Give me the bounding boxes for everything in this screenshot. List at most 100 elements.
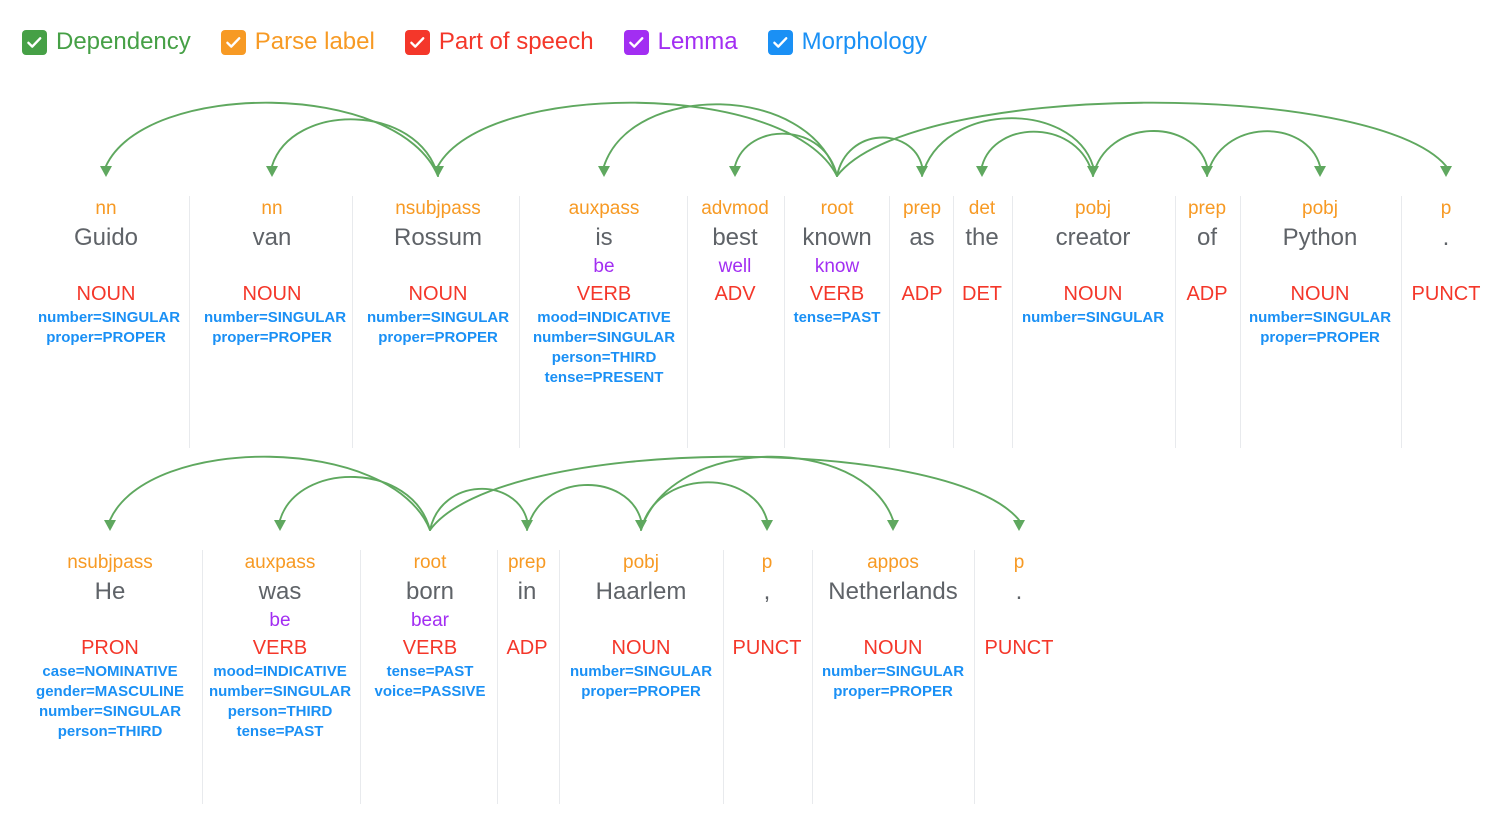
parse-label: appos <box>867 552 919 573</box>
dependency-arc <box>836 101 1452 177</box>
lemma-spacer <box>560 608 722 634</box>
morphology-feature: proper=PROPER <box>1260 329 1380 346</box>
column-divider <box>1012 196 1013 448</box>
parse-label: nn <box>261 198 283 219</box>
legend-label: Part of speech <box>438 28 594 55</box>
arrow-head-icon <box>432 166 444 177</box>
parse-label: nsubjpass <box>67 552 153 573</box>
legend-toggle-morphology[interactable]: Morphology <box>767 29 927 55</box>
dependency-arc <box>640 455 899 531</box>
column-divider <box>1240 196 1241 448</box>
arrow-head-icon <box>887 520 899 531</box>
dependency-arc <box>100 101 439 177</box>
token-column[interactable]: p,PUNCT <box>724 550 810 662</box>
morphology-feature: number=SINGULAR <box>1021 309 1165 326</box>
token-word: Haarlem <box>595 578 687 605</box>
morphology-feature: number=SINGULAR <box>38 309 181 326</box>
legend-label: Parse label <box>254 28 375 55</box>
part-of-speech-tag: ADP <box>506 637 548 659</box>
checkbox-checked-icon[interactable] <box>767 29 793 55</box>
dependency-arc <box>598 103 838 177</box>
token-word: was <box>258 578 302 605</box>
arrow-head-icon <box>1013 520 1025 531</box>
parse-label: pobj <box>623 552 659 573</box>
morphology-feature: person=THIRD <box>227 703 333 720</box>
dependency-arc <box>266 118 439 177</box>
parse-label: prep <box>1187 198 1227 219</box>
checkbox-checked-icon[interactable] <box>404 29 430 55</box>
morphology-feature: number=SINGULAR <box>569 663 713 680</box>
token-word: best <box>712 224 758 251</box>
parse-label: root <box>820 198 854 219</box>
parse-label: prep <box>902 198 942 219</box>
part-of-speech-tag: NOUN <box>76 283 136 305</box>
parse-label: nn <box>95 198 117 219</box>
token-column[interactable]: p.PUNCT <box>975 550 1063 662</box>
legend-toggle-part-of-speech[interactable]: Part of speech <box>404 28 594 55</box>
legend-toggle-dependency[interactable]: Dependency <box>22 29 191 55</box>
token-column[interactable]: p.PUNCT <box>1403 196 1489 308</box>
morphology-feature: number=SINGULAR <box>532 329 676 346</box>
token-lemma: be <box>269 610 291 631</box>
checkbox-checked-icon[interactable] <box>22 29 47 55</box>
dependency-arc <box>526 484 647 531</box>
legend-toggle-lemma[interactable]: Lemma <box>623 29 738 55</box>
lemma-spacer <box>497 608 557 634</box>
column-divider <box>784 196 785 448</box>
token-word: He <box>94 578 126 605</box>
morphology-feature: mood=INDICATIVE <box>537 309 671 326</box>
arrow-head-icon <box>598 166 610 177</box>
column-divider <box>889 196 890 448</box>
token-word: as <box>909 224 935 251</box>
token-word: the <box>965 224 999 251</box>
column-divider <box>1401 196 1402 448</box>
morphology-feature: voice=PASSIVE <box>374 683 486 700</box>
parse-label: root <box>413 552 447 573</box>
checkbox-checked-icon[interactable] <box>220 29 246 55</box>
morphology-feature: number=SINGULAR <box>204 309 347 326</box>
parse-label: advmod <box>701 198 769 219</box>
dependency-arc <box>729 132 838 177</box>
column-divider <box>953 196 954 448</box>
morphology-feature: number=SINGULAR <box>1248 309 1392 326</box>
morphology-feature: proper=PROPER <box>833 683 953 700</box>
morphology-feature: number=SINGULAR <box>208 683 352 700</box>
morphology-feature: proper=PROPER <box>581 683 701 700</box>
morphology-feature: person=THIRD <box>57 723 163 740</box>
legend: Dependency Parse label Part of speech Lemma… <box>22 22 927 62</box>
dependency-arc <box>274 476 431 531</box>
legend-toggle-parse-label[interactable]: Parse label <box>220 28 375 55</box>
token-word: van <box>252 224 292 251</box>
token-word: Netherlands <box>828 578 958 605</box>
arrow-head-icon <box>100 166 112 177</box>
part-of-speech-tag: NOUN <box>611 637 671 659</box>
part-of-speech-tag: NOUN <box>408 283 468 305</box>
checkbox-checked-icon[interactable] <box>623 29 649 55</box>
part-of-speech-tag: PRON <box>81 637 139 659</box>
part-of-speech-tag: ADP <box>1186 283 1228 305</box>
token-lemma: be <box>593 256 615 277</box>
parse-label: nsubjpass <box>395 198 481 219</box>
part-of-speech-tag: PUNCT <box>984 637 1054 659</box>
part-of-speech-tag: NOUN <box>863 637 923 659</box>
part-of-speech-tag: DET <box>962 283 1002 305</box>
